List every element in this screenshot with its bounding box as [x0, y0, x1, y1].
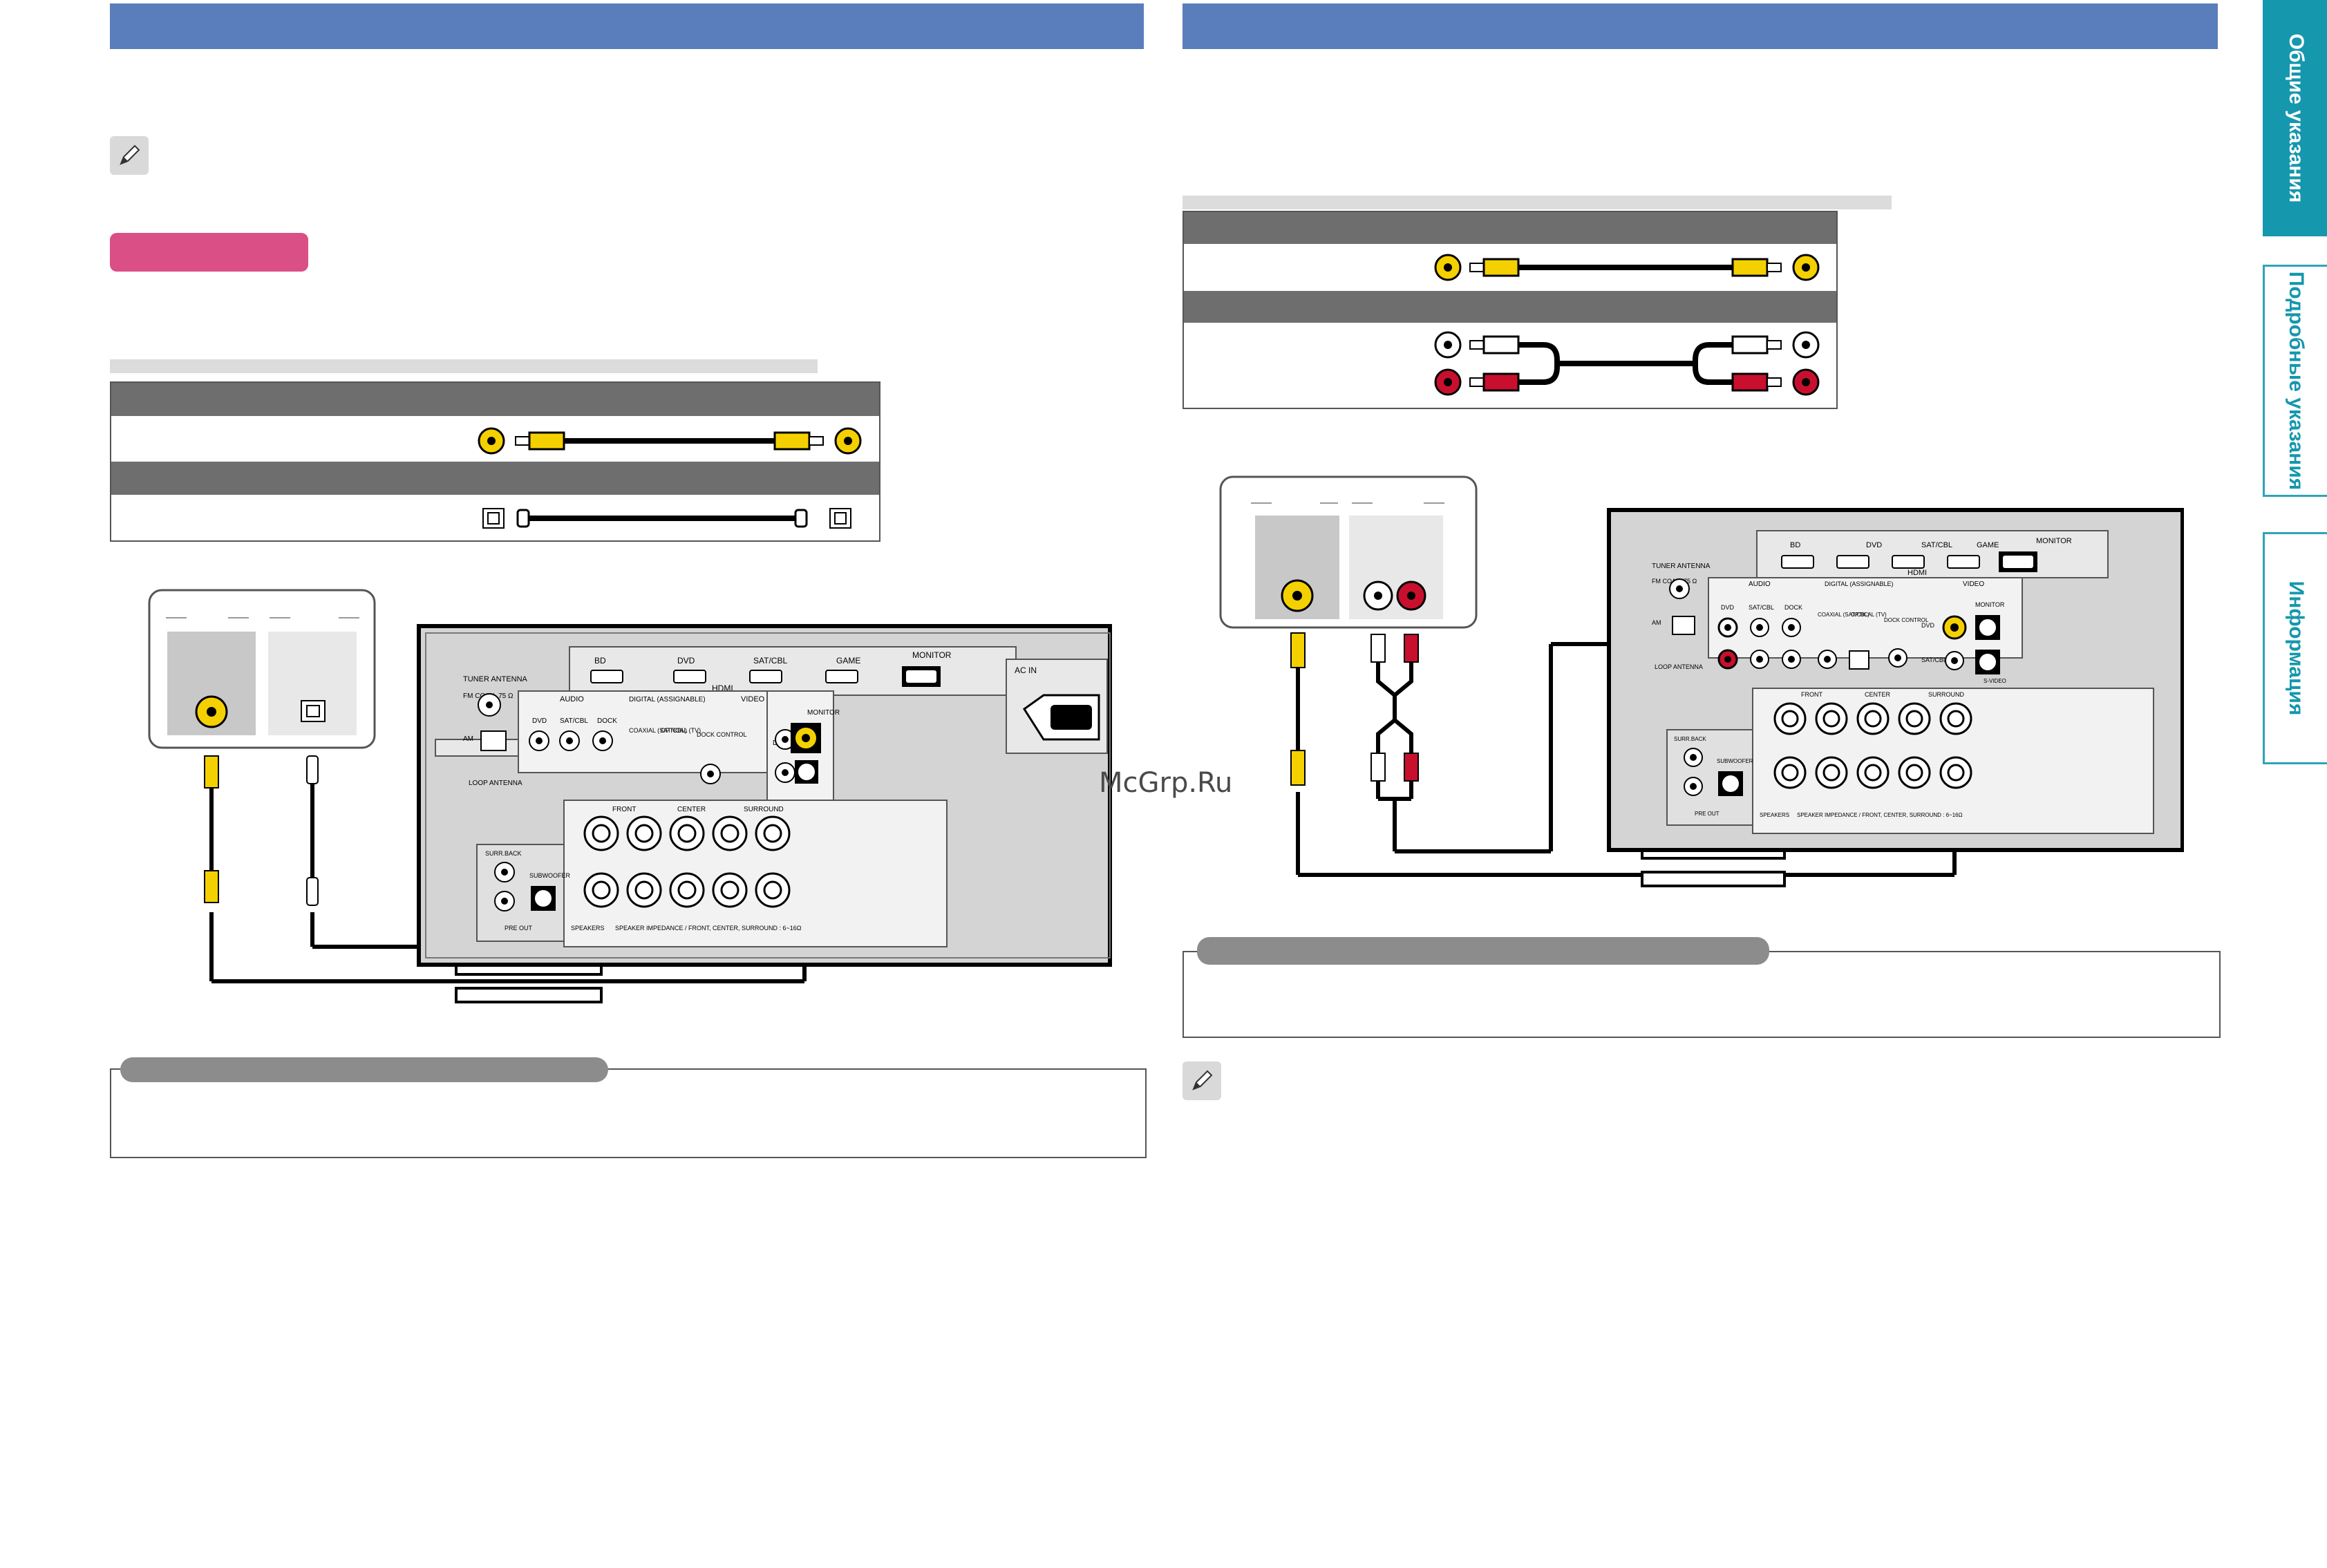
label-optical-right: OPTICAL (TV): [1851, 612, 1887, 618]
label-digital-right: DIGITAL (ASSIGNABLE): [1825, 580, 1894, 587]
label-game-right: GAME: [1977, 541, 1999, 549]
label-audio-dock-left: DOCK: [597, 717, 617, 725]
label-preout-right: PRE OUT: [1695, 811, 1720, 817]
optical-cable-illustration: [482, 508, 851, 529]
label-loop-antenna-left: LOOP ANTENNA: [469, 780, 522, 787]
label-surrback-right: SURR.BACK: [1674, 736, 1706, 742]
label-speakers-right: SPEAKERS: [1760, 812, 1789, 818]
label-audio-left: AUDIO: [560, 695, 584, 703]
label-video-satcbl-right: SAT/CBL: [1921, 657, 1947, 663]
label-tuner-antenna-left: TUNER ANTENNA: [463, 675, 528, 683]
label-audio-dvd-left: DVD: [532, 717, 547, 725]
label-satcbl-left: SAT/CBL: [753, 656, 787, 665]
cable-table-row-header: [1184, 212, 1836, 244]
section-header-bar-right: [1183, 3, 2218, 49]
label-preout-left: PRE OUT: [505, 925, 533, 932]
label-coaxial-left: COAXIAL (SAT/CBL): [629, 727, 687, 734]
label-speakers-left: SPEAKERS: [571, 925, 605, 932]
label-digital-left: DIGITAL (ASSIGNABLE): [629, 696, 706, 703]
video-cable-illustration: [478, 427, 862, 455]
label-center-right: CENTER: [1865, 691, 1891, 698]
pencil-icon: [1183, 1061, 1221, 1100]
note-box-title-pill-right: [1197, 937, 1769, 965]
tab-general[interactable]: Общие указания: [2263, 0, 2327, 236]
note-box-left: [110, 1068, 1147, 1158]
tab-info-label: Информация: [2285, 580, 2308, 716]
label-dock-control-left: DOCK CONTROL: [697, 731, 747, 738]
cable-table-title-bar-right: [1183, 196, 1892, 209]
label-dvd-right: DVD: [1866, 541, 1882, 549]
label-impedance-right: SPEAKER IMPEDANCE / FRONT, CENTER, SURRO…: [1797, 812, 1963, 818]
cable-table-row-header: [111, 462, 879, 495]
tab-info[interactable]: Информация: [2263, 532, 2327, 764]
note-box-title-pill-left: [120, 1057, 608, 1082]
watermark: McGrp.Ru: [1099, 767, 1233, 799]
connection-diagram-left: BD DVD SAT/CBL GAME MONITOR HDMI AC IN T…: [148, 589, 1112, 1003]
pencil-icon: [110, 136, 149, 175]
label-monitor-hdmi-left: MONITOR: [912, 650, 952, 660]
label-satcbl-right: SAT/CBL: [1921, 541, 1952, 549]
label-video-right: VIDEO: [1963, 580, 1984, 588]
label-audio-satcbl-left: SAT/CBL: [560, 717, 588, 725]
label-bd-right: BD: [1790, 541, 1800, 549]
tab-detailed[interactable]: Подробные указания: [2263, 265, 2327, 497]
label-video-monitor-right: MONITOR: [1975, 601, 2005, 608]
label-video-monitor-left: MONITOR: [807, 709, 840, 717]
cable-table-row-header: [1184, 291, 1836, 323]
label-audio-dock-right: DOCK: [1784, 604, 1802, 611]
label-loop-antenna-right: LOOP ANTENNA: [1655, 663, 1703, 670]
label-audio-right: AUDIO: [1749, 580, 1771, 588]
label-optical-left: OPTICAL (TV): [661, 727, 701, 734]
label-am-right: AM: [1652, 619, 1661, 626]
label-bd-left: BD: [594, 656, 606, 665]
label-acin-left: AC IN: [1015, 665, 1037, 675]
label-subwoofer-left: SUBWOOFER: [529, 872, 571, 879]
label-dvd-left: DVD: [677, 656, 695, 665]
label-front-left: FRONT: [612, 806, 636, 813]
label-front-right: FRONT: [1801, 691, 1822, 698]
label-am-left: AM: [463, 735, 473, 743]
pink-label-button: [110, 233, 308, 272]
label-surround-right: SURROUND: [1928, 691, 1965, 698]
cable-table-left: [110, 381, 880, 542]
label-coaxial-right: COAXIAL (SAT/CBL): [1818, 612, 1869, 618]
label-svideo-right: S-VIDEO: [1984, 678, 2006, 684]
label-game-left: GAME: [836, 656, 860, 665]
audio-cable-illustration: [1434, 331, 1820, 396]
label-surrback-left: SURR.BACK: [485, 850, 522, 857]
cable-table-row-header: [111, 383, 879, 416]
video-cable-illustration: [1434, 254, 1820, 281]
connection-diagram-right: BD DVD SAT/CBL GAME MONITOR HDMI TUNER A…: [1219, 475, 2184, 887]
label-tuner-antenna-right: TUNER ANTENNA: [1652, 563, 1711, 570]
label-audio-satcbl-right: SAT/CBL: [1749, 604, 1774, 611]
label-hdmi-right: HDMI: [1907, 569, 1927, 577]
label-center-left: CENTER: [677, 806, 706, 813]
label-video-dvd-right: DVD: [1921, 622, 1935, 629]
section-header-bar-left: [110, 3, 1144, 49]
label-subwoofer-right: SUBWOOFER: [1717, 758, 1753, 764]
tab-general-label: Общие указания: [2285, 33, 2308, 203]
label-impedance-left: SPEAKER IMPEDANCE / FRONT, CENTER, SURRO…: [615, 925, 802, 932]
cable-table-right: [1183, 211, 1838, 409]
tab-detailed-label: Подробные указания: [2285, 271, 2308, 491]
label-audio-dvd-right: DVD: [1721, 604, 1735, 611]
label-monitor-hdmi-right: MONITOR: [2036, 537, 2072, 545]
label-video-left: VIDEO: [741, 695, 765, 703]
label-dock-control-right: DOCK CONTROL: [1884, 617, 1929, 623]
label-surround-left: SURROUND: [744, 806, 784, 813]
cable-table-title-bar-left: [110, 359, 818, 373]
